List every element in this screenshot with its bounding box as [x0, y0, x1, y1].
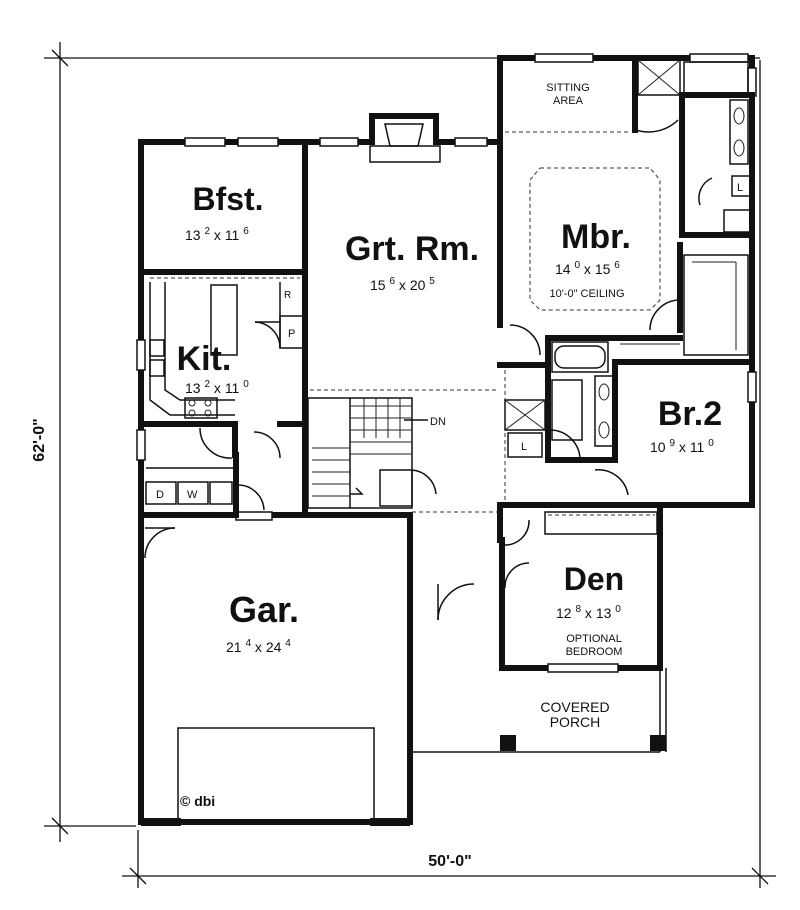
- bfst-width-in: 2: [204, 226, 210, 237]
- depth-dimension-label: 62'-0": [31, 418, 48, 461]
- room-name-master: Mbr.: [561, 218, 631, 256]
- room-garage: Gar. 21 4 x 24 4: [226, 589, 299, 655]
- bedroom2-depth-ft: 11: [690, 439, 705, 455]
- great-room-depth-in: 5: [429, 276, 435, 287]
- porch: [410, 668, 667, 753]
- bfst-depth-ft: 11: [225, 227, 240, 243]
- kitchen-width-ft: 13: [185, 380, 201, 396]
- room-name-den: Den: [564, 561, 624, 597]
- garage-width-in: 4: [245, 638, 251, 649]
- porch-label-line2: PORCH: [550, 714, 601, 730]
- room-size-bfst: 13 2 x 11 6: [185, 221, 249, 243]
- sitting-area-line1: SITTING: [546, 82, 589, 94]
- master-x: x: [584, 261, 591, 277]
- kitchen-depth-in: 0: [243, 379, 249, 390]
- kitchen-x: x: [214, 380, 221, 396]
- bedroom2-x: x: [679, 439, 686, 455]
- garage-door: [141, 727, 410, 826]
- room-size-garage: 21 4 x 24 4: [226, 633, 291, 655]
- sitting-area-line2: AREA: [553, 95, 584, 107]
- room-name-garage: Gar.: [229, 589, 299, 630]
- room-name-great-room: Grt. Rm.: [345, 230, 479, 268]
- kitchen-fixtures: R P: [149, 282, 306, 419]
- room-name-kitchen: Kit.: [177, 340, 232, 378]
- kitchen-width-in: 2: [204, 379, 210, 390]
- room-bedroom2: Br.2 10 9 x 11 0: [650, 395, 722, 455]
- interior-walls: [138, 55, 755, 543]
- windows: [136, 53, 757, 673]
- room-name-bfst: Bfst.: [192, 181, 263, 217]
- width-dimension-label: 50'-0": [428, 853, 471, 870]
- garage-width-ft: 21: [226, 639, 242, 655]
- exterior-walls: [138, 55, 755, 825]
- great-room-width-ft: 15: [370, 277, 386, 293]
- pantry-label: P: [288, 328, 295, 340]
- den-width-in: 8: [575, 604, 581, 615]
- den-note-line2: BEDROOM: [566, 646, 623, 658]
- room-size-master: 14 0 x 15 6: [555, 255, 620, 277]
- great-room-width-in: 6: [389, 276, 395, 287]
- linen-hall-label: L: [521, 441, 527, 453]
- linen-master-label: L: [737, 182, 743, 194]
- bedroom2-width-in: 9: [669, 438, 675, 449]
- room-size-bedroom2: 10 9 x 11 0: [650, 433, 714, 455]
- master-depth-ft: 15: [595, 261, 611, 277]
- porch-label-line1: COVERED: [540, 699, 609, 715]
- room-master: Mbr. 14 0 x 15 6 10'-0" CEILING: [549, 218, 631, 300]
- master-depth-in: 6: [614, 260, 620, 271]
- dimension-width: 50'-0": [122, 60, 776, 888]
- den-width-ft: 12: [556, 605, 572, 621]
- den-depth-in: 0: [615, 604, 621, 615]
- room-size-kitchen: 13 2 x 11 0: [185, 374, 249, 396]
- bedroom2-width-ft: 10: [650, 439, 666, 455]
- room-size-den: 12 8 x 13 0: [556, 599, 621, 621]
- bfst-x: x: [214, 227, 221, 243]
- room-name-bedroom2: Br.2: [658, 395, 722, 433]
- doors: [144, 511, 658, 621]
- den-depth-ft: 13: [596, 605, 612, 621]
- master-width-ft: 14: [555, 261, 571, 277]
- room-den: Den 12 8 x 13 0 OPTIONAL BEDROOM: [556, 561, 624, 658]
- bfst-depth-in: 6: [243, 226, 249, 237]
- dashed-lines: [150, 131, 661, 516]
- room-sitting: SITTING AREA: [546, 82, 589, 107]
- kitchen-depth-ft: 11: [225, 380, 240, 396]
- garage-depth-ft: 24: [266, 639, 282, 655]
- staircase: DN: [307, 397, 446, 509]
- great-room-x: x: [399, 277, 406, 293]
- room-bfst: Bfst. 13 2 x 11 6: [185, 181, 264, 243]
- master-width-in: 0: [574, 260, 580, 271]
- room-kitchen: Kit. 13 2 x 11 0: [177, 340, 250, 396]
- great-room-depth-ft: 20: [410, 277, 426, 293]
- bfst-width-ft: 13: [185, 227, 201, 243]
- bedroom2-depth-in: 0: [708, 438, 714, 449]
- room-great-room: Grt. Rm. 15 6 x 20 5: [345, 230, 479, 293]
- master-bath: L L: [504, 59, 753, 496]
- dryer-label: D: [156, 489, 164, 501]
- laundry: D W: [145, 427, 281, 511]
- washer-label: W: [187, 489, 198, 501]
- den-note-line1: OPTIONAL: [566, 633, 622, 645]
- fridge-label: R: [284, 290, 291, 301]
- den-x: x: [585, 605, 592, 621]
- garage-depth-in: 4: [285, 638, 291, 649]
- garage-x: x: [255, 639, 262, 655]
- stair-down-label: DN: [430, 416, 446, 428]
- copyright-mark: © dbi: [180, 793, 215, 809]
- fireplace: [369, 123, 441, 163]
- room-size-great-room: 15 6 x 20 5: [370, 271, 435, 293]
- master-ceiling-note: 10'-0" CEILING: [549, 288, 624, 300]
- room-porch: COVERED PORCH: [540, 699, 609, 730]
